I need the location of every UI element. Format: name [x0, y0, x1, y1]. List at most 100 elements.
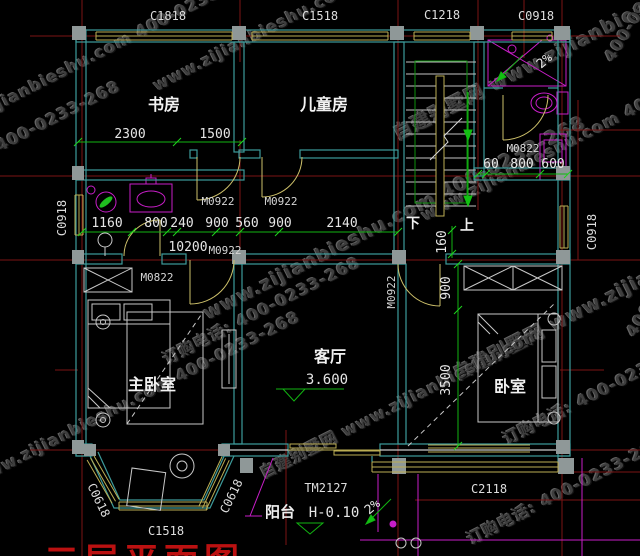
door-hall-2 — [261, 156, 303, 198]
dim-text: 560 — [235, 216, 258, 231]
columns — [72, 26, 574, 474]
shower-drain-icon — [507, 44, 517, 54]
balcony-slope-arrow — [364, 498, 392, 526]
bay-chair — [169, 453, 195, 479]
door-code: M0922 — [264, 195, 297, 208]
dim-text: 800 — [144, 216, 167, 231]
master-wardrobe — [83, 267, 133, 293]
room-label-master: 主卧室 — [128, 375, 176, 394]
door-code: M0822 — [506, 142, 539, 155]
window-code: C0618 — [84, 481, 112, 520]
dim-text: 900 — [268, 216, 291, 231]
labels: C1818 C1518 C1218 C0918 C0918 C0918 书房 儿… — [55, 8, 599, 538]
drawing-title: 二层平面图 — [44, 533, 244, 556]
window-C1518 — [251, 31, 389, 41]
door-bedroom — [397, 263, 441, 307]
bedside-plant-icon — [95, 314, 111, 330]
room-label-balcony: 阳台 — [265, 503, 295, 521]
washbasin-icon — [129, 183, 173, 213]
stair-direction-arrow — [463, 92, 473, 208]
door-bath-right — [502, 94, 549, 141]
windows — [74, 31, 569, 511]
toilet-icon — [530, 92, 558, 114]
sliding-door-TM2127 — [288, 443, 381, 456]
dim-text: 240 — [170, 216, 193, 231]
window-C0918-right — [559, 205, 569, 249]
door-code: TM2127 — [304, 481, 347, 495]
bedside-lamp-icon — [547, 411, 561, 425]
dim-text: 900 — [439, 276, 454, 299]
balcony-level-marker — [295, 522, 325, 535]
master-bed — [87, 299, 171, 409]
window-C1218 — [413, 31, 471, 41]
window-code: C0918 — [585, 214, 599, 250]
dim-text: 900 — [205, 216, 228, 231]
dim-text: 600 — [541, 157, 564, 172]
stair-up-label: 上 — [460, 218, 474, 234]
door-master — [189, 259, 235, 305]
window-C0918-top — [511, 31, 553, 41]
dim-text: 2140 — [326, 216, 357, 231]
living-level-value: 3.600 — [306, 372, 348, 388]
floor-drain-icon — [95, 191, 117, 213]
door-hall-1 — [196, 156, 241, 201]
door-code: M0922 — [201, 195, 234, 208]
window-code: C1818 — [150, 9, 186, 23]
stair-break-line — [429, 117, 463, 161]
doors — [123, 94, 549, 307]
bay-window-front — [118, 501, 208, 511]
drain-slope-mark — [99, 196, 113, 208]
balcony-drain-icon — [389, 520, 397, 528]
stair-handrail — [435, 75, 445, 217]
bedside-lamp-icon — [547, 312, 561, 326]
dim-text: 1500 — [199, 127, 230, 142]
bath-lamp-icon — [97, 232, 113, 248]
room-label-kids: 儿童房 — [299, 95, 348, 114]
window-code: C1218 — [424, 8, 460, 22]
balcony-level-value: H-0.10 — [309, 505, 360, 521]
room-label-study: 书房 — [148, 95, 180, 114]
dimension-lines — [73, 54, 573, 535]
bedroom-bed — [477, 313, 559, 423]
dim-text: 3500 — [439, 364, 454, 395]
bay-window-left — [86, 455, 120, 504]
bedroom-bottom-window — [428, 444, 530, 453]
balcony-rail-C2118 — [371, 461, 559, 473]
staircase — [406, 60, 476, 217]
porch-column-base — [410, 537, 422, 549]
door-bath-left — [123, 219, 161, 257]
door-code: M0922 — [385, 275, 398, 308]
bedside-plant-icon — [95, 412, 111, 428]
dim-text-total: 10200 — [168, 240, 207, 255]
stair-down-label: 下 — [406, 216, 420, 232]
room-label-bedroom: 卧室 — [494, 377, 526, 396]
bay-window-right — [198, 456, 230, 511]
bay-desk — [126, 467, 167, 511]
slope-label: 2% — [362, 496, 384, 518]
window-C1818 — [95, 31, 233, 41]
master-rug — [126, 311, 204, 425]
room-label-living: 客厅 — [314, 347, 346, 366]
window-code: C2118 — [471, 482, 507, 496]
door-code: M0922 — [208, 244, 241, 257]
window-code: C0918 — [55, 200, 69, 236]
plumbing-layer — [86, 34, 640, 556]
window-code: C1518 — [148, 524, 184, 538]
toilet-tank — [556, 91, 569, 115]
living-level-marker — [276, 388, 344, 402]
dim-text: 2300 — [114, 127, 145, 142]
dim-text: 160 — [435, 230, 450, 253]
window-C0918-left — [74, 194, 84, 236]
door-code: M0822 — [140, 271, 173, 284]
furniture — [83, 232, 563, 549]
dim-text: 60 — [483, 157, 499, 172]
dim-text: 1160 — [91, 216, 122, 231]
shower-slope-arrow — [496, 54, 524, 82]
dim-text: 800 — [510, 157, 533, 172]
window-code: C1518 — [302, 9, 338, 23]
bedroom-wardrobe — [463, 265, 563, 291]
master-dresser — [221, 329, 237, 389]
